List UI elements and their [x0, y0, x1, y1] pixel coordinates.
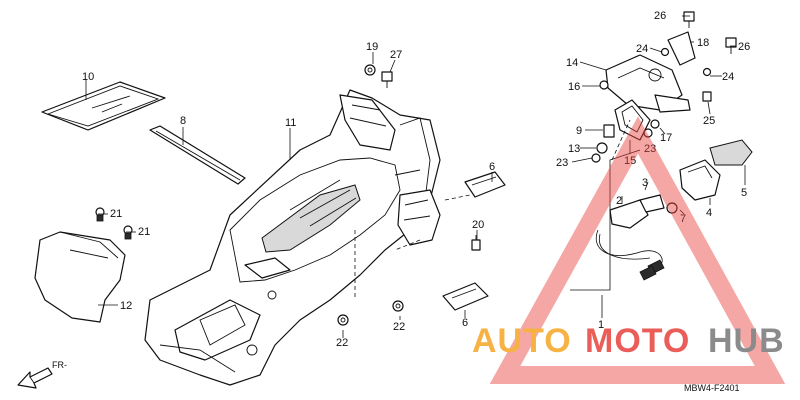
fastener-26-a	[683, 11, 695, 28]
fastener-18	[364, 64, 376, 76]
part-2-wire-harness	[595, 199, 665, 281]
callout-10: 10	[82, 71, 94, 83]
callout-26-a: 26	[654, 10, 666, 22]
part-7-bulb	[666, 202, 678, 214]
callout-12: 12	[120, 300, 132, 312]
callout-23-b: 23	[644, 143, 656, 155]
watermark-moto: MOTO	[585, 322, 690, 360]
part-3-housing	[679, 159, 721, 201]
fastener-16	[599, 80, 609, 90]
drawing-code: MBW4-F2401	[684, 383, 740, 393]
fastener-9	[603, 124, 615, 138]
fastener-17	[650, 119, 660, 129]
fastener-13	[596, 142, 608, 154]
part-5-socket	[639, 194, 665, 213]
callout-26-b: 26	[738, 41, 750, 53]
part-8-strap	[149, 125, 246, 185]
part-11-rear-fender	[144, 89, 441, 386]
fastener-22-a	[337, 314, 349, 326]
callout-9: 9	[576, 125, 582, 137]
part-14-base	[605, 54, 691, 113]
callout-5: 3	[642, 177, 648, 189]
callout-15: 15	[624, 155, 636, 167]
callout-21-a: 21	[110, 208, 122, 220]
part-10-pad	[41, 81, 166, 131]
callout-24-a: 24	[636, 43, 648, 55]
callout-19: 20	[472, 219, 484, 231]
assembly-dash-3	[444, 194, 471, 201]
callout-16: 16	[568, 81, 580, 93]
fastener-25	[702, 91, 712, 102]
direction-label: FR-	[52, 360, 67, 370]
callout-18: 19	[366, 41, 378, 53]
assembly-dash-1	[394, 239, 421, 251]
callout-6-b: 6	[462, 317, 468, 329]
callout-4: 5	[741, 187, 747, 199]
fastener-27	[381, 71, 393, 88]
fastener-26-b	[725, 37, 737, 54]
fastener-24-a	[660, 47, 670, 57]
assembly-dash-4	[611, 119, 631, 161]
callout-21-b: 21	[138, 226, 150, 238]
front-direction-arrow	[17, 367, 53, 389]
callout-8: 8	[180, 115, 186, 127]
part-6-reflector-lower	[442, 282, 489, 311]
watermark-logo: AUTO MOTO HUB	[472, 116, 786, 384]
watermark-hub: HUB	[708, 322, 785, 360]
fastener-24-b	[702, 67, 712, 77]
watermark-triangle	[489, 116, 786, 384]
callout-22-b: 22	[393, 321, 405, 333]
callout-7: 7	[680, 213, 686, 225]
part-4-lens	[709, 139, 753, 166]
watermark-auto: AUTO	[472, 322, 572, 360]
callout-13: 13	[568, 143, 580, 155]
leader-lines	[85, 15, 746, 338]
fastener-21-b	[123, 225, 133, 240]
fastener-23-a	[591, 153, 601, 163]
assembly-1-bracket	[570, 149, 641, 291]
callout-23-a: 23	[556, 157, 568, 169]
callout-20: 18	[697, 37, 709, 49]
part-6-reflector-upper	[464, 171, 506, 198]
callout-2: 2	[616, 195, 622, 207]
callout-24-b: 24	[722, 71, 734, 83]
callout-14: 14	[566, 57, 578, 69]
callout-11: 11	[285, 117, 296, 129]
part-19-bolt	[471, 235, 481, 251]
fastener-21-a	[95, 207, 105, 222]
callout-1: 1	[598, 319, 604, 331]
part-20-stay	[667, 31, 696, 66]
callout-27: 27	[390, 49, 402, 61]
callout-6-a: 6	[489, 161, 495, 173]
fastener-23-b	[643, 128, 653, 138]
callout-25: 25	[703, 115, 715, 127]
callout-22-a: 22	[336, 337, 348, 349]
part-12-cover	[34, 231, 126, 323]
callout-17: 17	[660, 132, 672, 144]
callout-3: 4	[706, 207, 712, 219]
fastener-22-b	[392, 300, 404, 312]
